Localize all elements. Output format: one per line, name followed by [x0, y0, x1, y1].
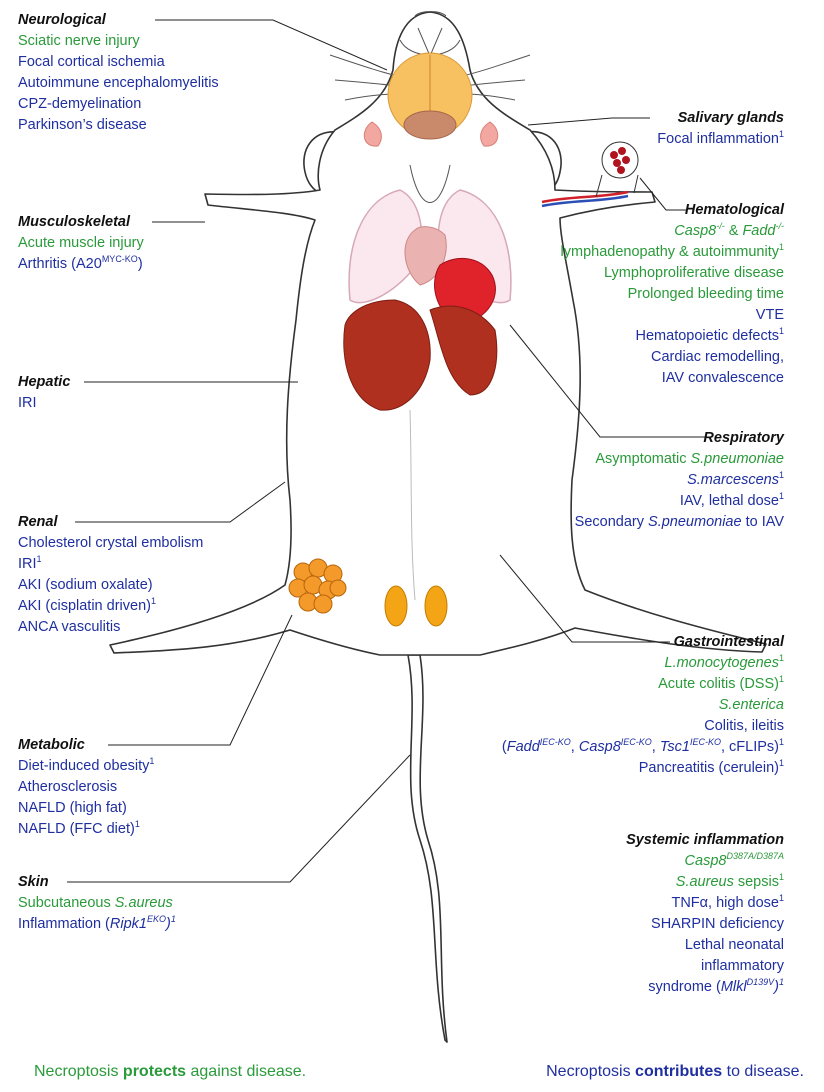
msk-item: Arthritis (A20MYC-KO) [18, 254, 144, 275]
hepatic-item: IRI [18, 393, 70, 414]
hemat-item: VTE [561, 305, 784, 326]
metabolic-title: Metabolic [18, 735, 154, 756]
sys-item: TNFα, high dose1 [626, 893, 784, 914]
sys-item: S.aureus sepsis1 [626, 872, 784, 893]
hemat-item: Cardiac remodelling, [561, 347, 784, 368]
renal-item: Cholesterol crystal embolism [18, 533, 203, 554]
gi-item: L.monocytogenes1 [502, 653, 784, 674]
sys-item: inflammatory [626, 956, 784, 977]
systemic-title: Systemic inflammation [626, 830, 784, 851]
gi-item: Acute colitis (DSS)1 [502, 674, 784, 695]
renal-item: IRI1 [18, 554, 203, 575]
neurological-title: Neurological [18, 10, 219, 31]
sys-item: Casp8D387A/D387A [626, 851, 784, 872]
sys-item: SHARPIN deficiency [626, 914, 784, 935]
sys-item: Lethal neonatal [626, 935, 784, 956]
hemat-item: Casp8-/- & Fadd-/- [561, 221, 784, 242]
hemat-item: Lymphoproliferative disease [561, 263, 784, 284]
gi-item: (FaddIEC-KO, Casp8IEC-KO, Tsc1IEC-KO, cF… [502, 737, 784, 758]
hemat-item: lymphadenopathy & autoimmunity1 [561, 242, 784, 263]
skin-title: Skin [18, 872, 176, 893]
resp-item: S.marcescens1 [575, 470, 784, 491]
renal-group: Renal Cholesterol crystal embolism IRI1 … [18, 512, 203, 638]
renal-item: AKI (sodium oxalate) [18, 575, 203, 596]
resp-item: Secondary S.pneumoniae to IAV [575, 512, 784, 533]
resp-item: Asymptomatic S.pneumoniae [575, 449, 784, 470]
salivary-title: Salivary glands [657, 108, 784, 129]
musculoskeletal-title: Musculoskeletal [18, 212, 144, 233]
salivary-group: Salivary glands Focal inflammation1 [657, 108, 784, 150]
neuro-item: Sciatic nerve injury [18, 31, 219, 52]
gi-item: S.enterica [502, 695, 784, 716]
hepatic-group: Hepatic IRI [18, 372, 70, 414]
legend-contributes: Necroptosis contributes to disease. [546, 1063, 804, 1081]
salivary-item: Focal inflammation1 [657, 129, 784, 150]
metabolic-item: Diet-induced obesity1 [18, 756, 154, 777]
gi-item: Colitis, ileitis [502, 716, 784, 737]
metabolic-item: Atherosclerosis [18, 777, 154, 798]
gi-item: Pancreatitis (cerulein)1 [502, 758, 784, 779]
neurological-group: Neurological Sciatic nerve injury Focal … [18, 10, 219, 136]
hemat-item: Prolonged bleeding time [561, 284, 784, 305]
neuro-item: CPZ-demyelination [18, 94, 219, 115]
metabolic-group: Metabolic Diet-induced obesity1 Atherosc… [18, 735, 154, 840]
gastrointestinal-group: Gastrointestinal L.monocytogenes1 Acute … [502, 632, 784, 779]
neuro-item: Autoimmune encephalomyelitis [18, 73, 219, 94]
skin-item: Subcutaneous S.aureus [18, 893, 176, 914]
renal-item: AKI (cisplatin driven)1 [18, 596, 203, 617]
respiratory-title: Respiratory [575, 428, 784, 449]
skin-group: Skin Subcutaneous S.aureus Inflammation … [18, 872, 176, 935]
hematological-title: Hematological [561, 200, 784, 221]
metabolic-item: NAFLD (high fat) [18, 798, 154, 819]
sys-item: syndrome (MlklD139V)1 [626, 977, 784, 998]
resp-item: IAV, lethal dose1 [575, 491, 784, 512]
hemat-item: Hematopoietic defects1 [561, 326, 784, 347]
hemat-item: IAV convalescence [561, 368, 784, 389]
neuro-item: Parkinson’s disease [18, 115, 219, 136]
systemic-group: Systemic inflammation Casp8D387A/D387A S… [626, 830, 784, 998]
renal-title: Renal [18, 512, 203, 533]
gastrointestinal-title: Gastrointestinal [502, 632, 784, 653]
hematological-group: Hematological Casp8-/- & Fadd-/- lymphad… [561, 200, 784, 389]
metabolic-item: NAFLD (FFC diet)1 [18, 819, 154, 840]
musculoskeletal-group: Musculoskeletal Acute muscle injury Arth… [18, 212, 144, 275]
neuro-item: Focal cortical ischemia [18, 52, 219, 73]
legend-protects: Necroptosis protects against disease. [34, 1063, 306, 1081]
msk-item: Acute muscle injury [18, 233, 144, 254]
hepatic-title: Hepatic [18, 372, 70, 393]
respiratory-group: Respiratory Asymptomatic S.pneumoniae S.… [575, 428, 784, 533]
skin-item: Inflammation (Ripk1EKO)1 [18, 914, 176, 935]
renal-item: ANCA vasculitis [18, 617, 203, 638]
